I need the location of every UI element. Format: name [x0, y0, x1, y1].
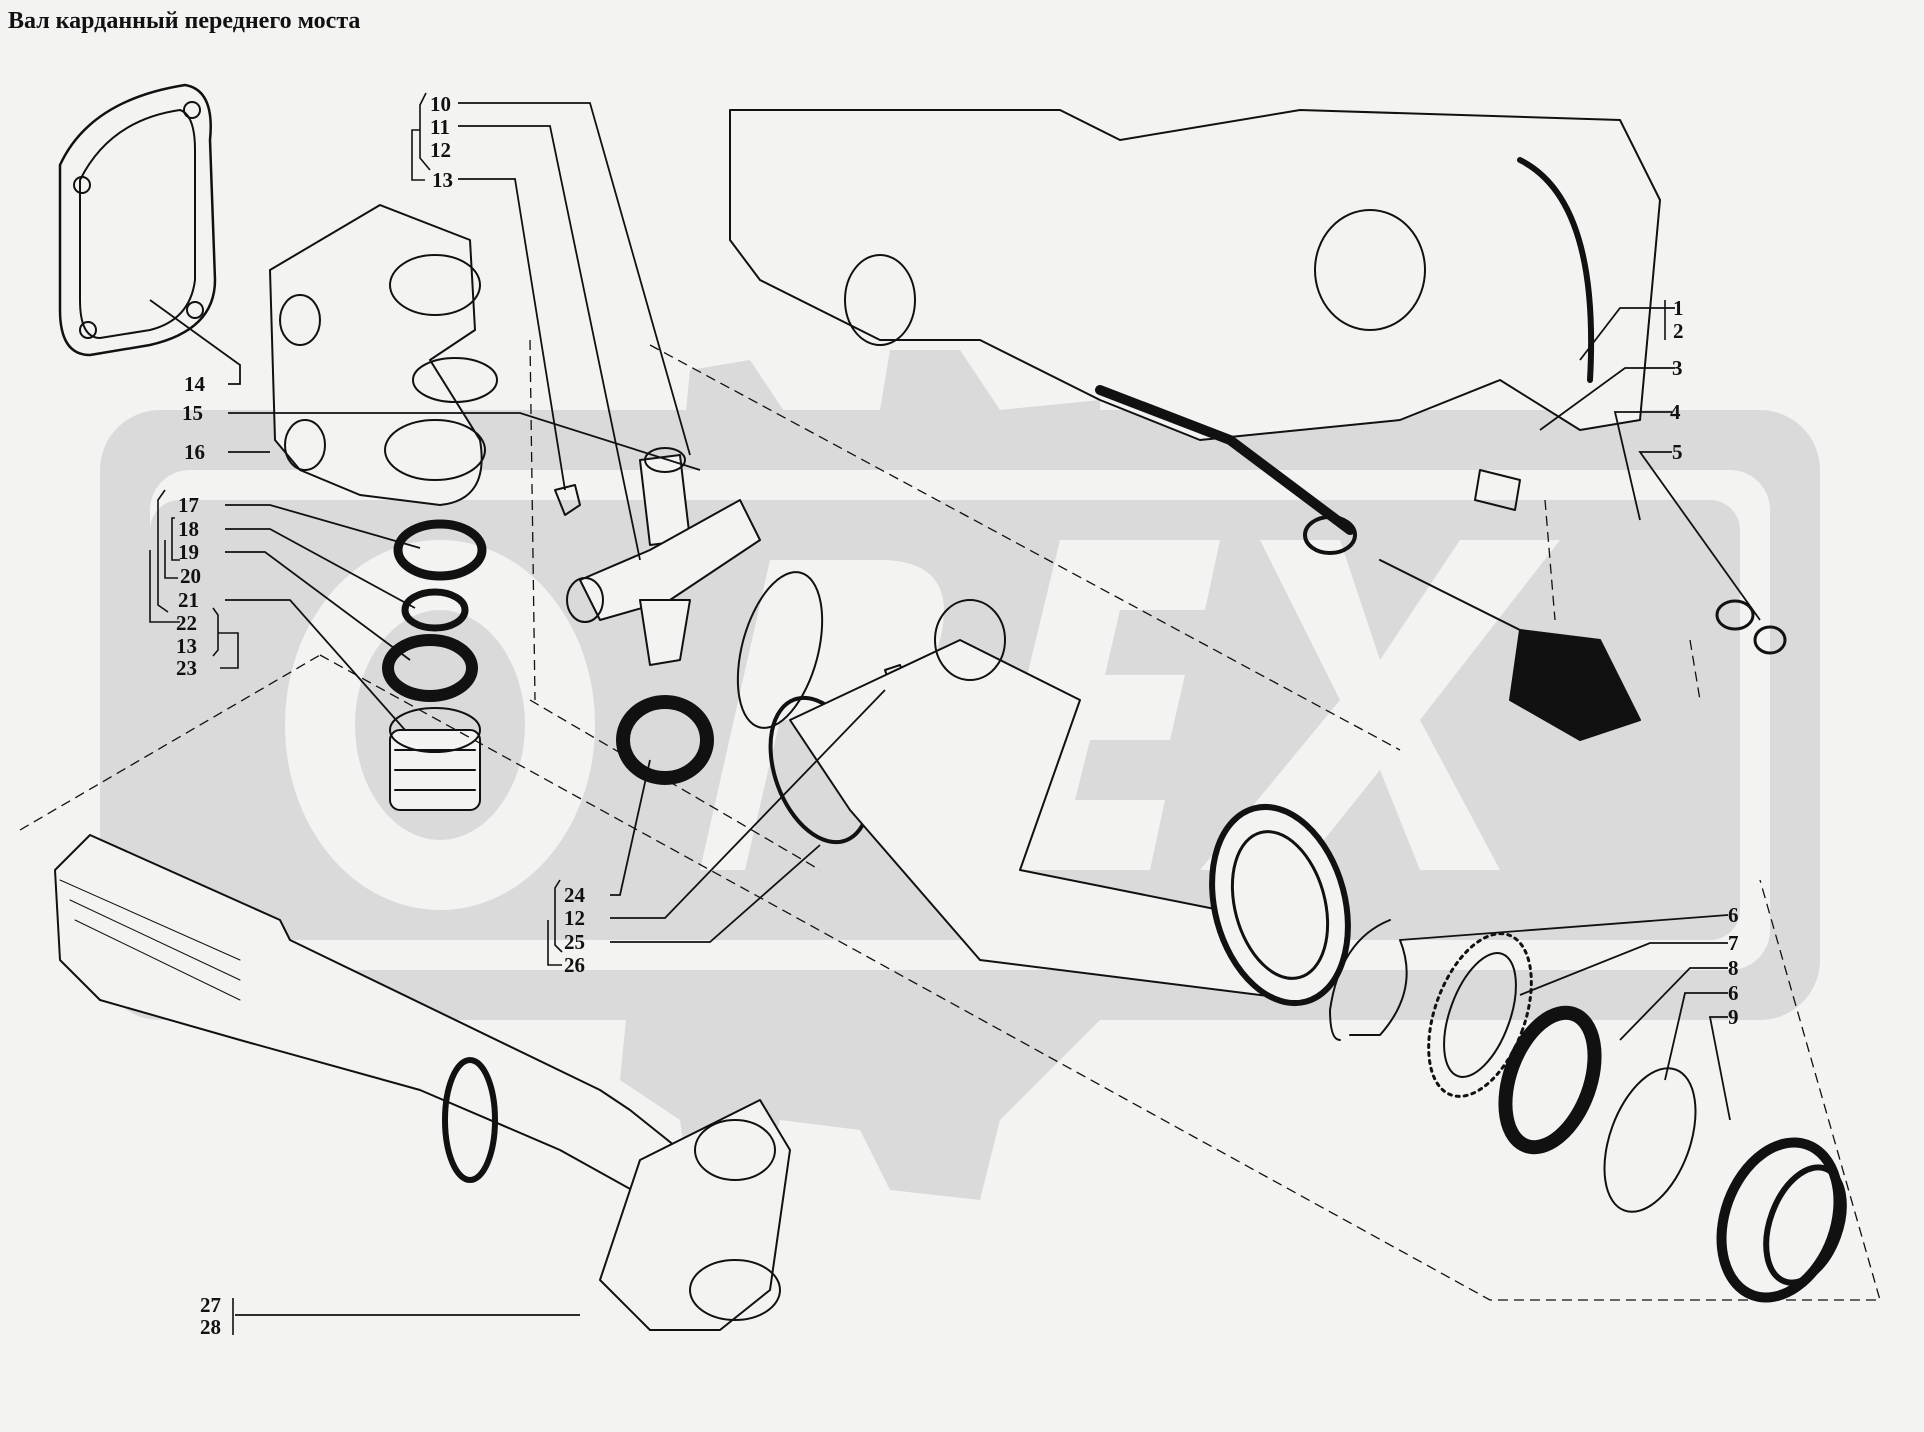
part-gasket [58, 83, 217, 357]
callout-26: 26 [564, 953, 585, 977]
callout-12-lower: 12 [564, 906, 585, 930]
callout-19: 19 [178, 540, 199, 564]
callout-6: 6 [1728, 903, 1739, 927]
callout-7: 7 [1728, 931, 1739, 955]
callout-13: 13 [432, 168, 453, 192]
callout-28: 28 [200, 1315, 221, 1339]
callout-24: 24 [564, 883, 585, 907]
callout-23: 23 [176, 656, 197, 680]
callout-15: 15 [182, 401, 203, 425]
callout-5: 5 [1672, 440, 1683, 464]
part-snap-ring-1 [1329, 919, 1408, 1041]
part-transmission-assembly [729, 109, 1787, 741]
diagram-title: Вал карданный переднего моста [8, 8, 361, 34]
part-cross-spider [566, 447, 761, 666]
callout-20: 20 [180, 564, 201, 588]
part-bearing-stack [382, 519, 487, 811]
callout-6-lower: 6 [1728, 981, 1739, 1005]
callout-14: 14 [184, 372, 205, 396]
callout-3: 3 [1672, 356, 1683, 380]
part-oil-seal [1498, 1005, 1602, 1155]
callout-9: 9 [1728, 1005, 1739, 1029]
part-thrust-washer [1427, 932, 1533, 1098]
callout-17: 17 [178, 493, 199, 517]
part-snap-ring-2 [1603, 1067, 1697, 1213]
callout-4: 4 [1670, 400, 1681, 424]
callout-18: 18 [178, 517, 199, 541]
callout-8: 8 [1728, 956, 1739, 980]
callout-21: 21 [178, 588, 199, 612]
part-slip-yoke [789, 599, 1351, 1007]
callout-12: 12 [430, 138, 451, 162]
callout-16: 16 [184, 440, 205, 464]
part-splined-shaft [54, 834, 791, 1331]
callout-brackets [149, 92, 1666, 1335]
callout-25: 25 [564, 930, 585, 954]
part-seal [616, 695, 714, 785]
watermark-letter-x [1200, 540, 1560, 870]
leader-lines [149, 102, 1761, 1316]
callout-10: 10 [430, 92, 451, 116]
assembly-dashed-lines [19, 339, 1881, 1301]
callout-11: 11 [430, 115, 450, 139]
callout-13-lower: 13 [176, 634, 197, 658]
part-flange-yoke [269, 204, 498, 506]
callout-1: 1 [1673, 296, 1684, 320]
callout-27: 27 [200, 1293, 221, 1317]
callout-2: 2 [1673, 319, 1684, 343]
part-dust-cover [1716, 1137, 1847, 1303]
callout-22: 22 [176, 611, 197, 635]
